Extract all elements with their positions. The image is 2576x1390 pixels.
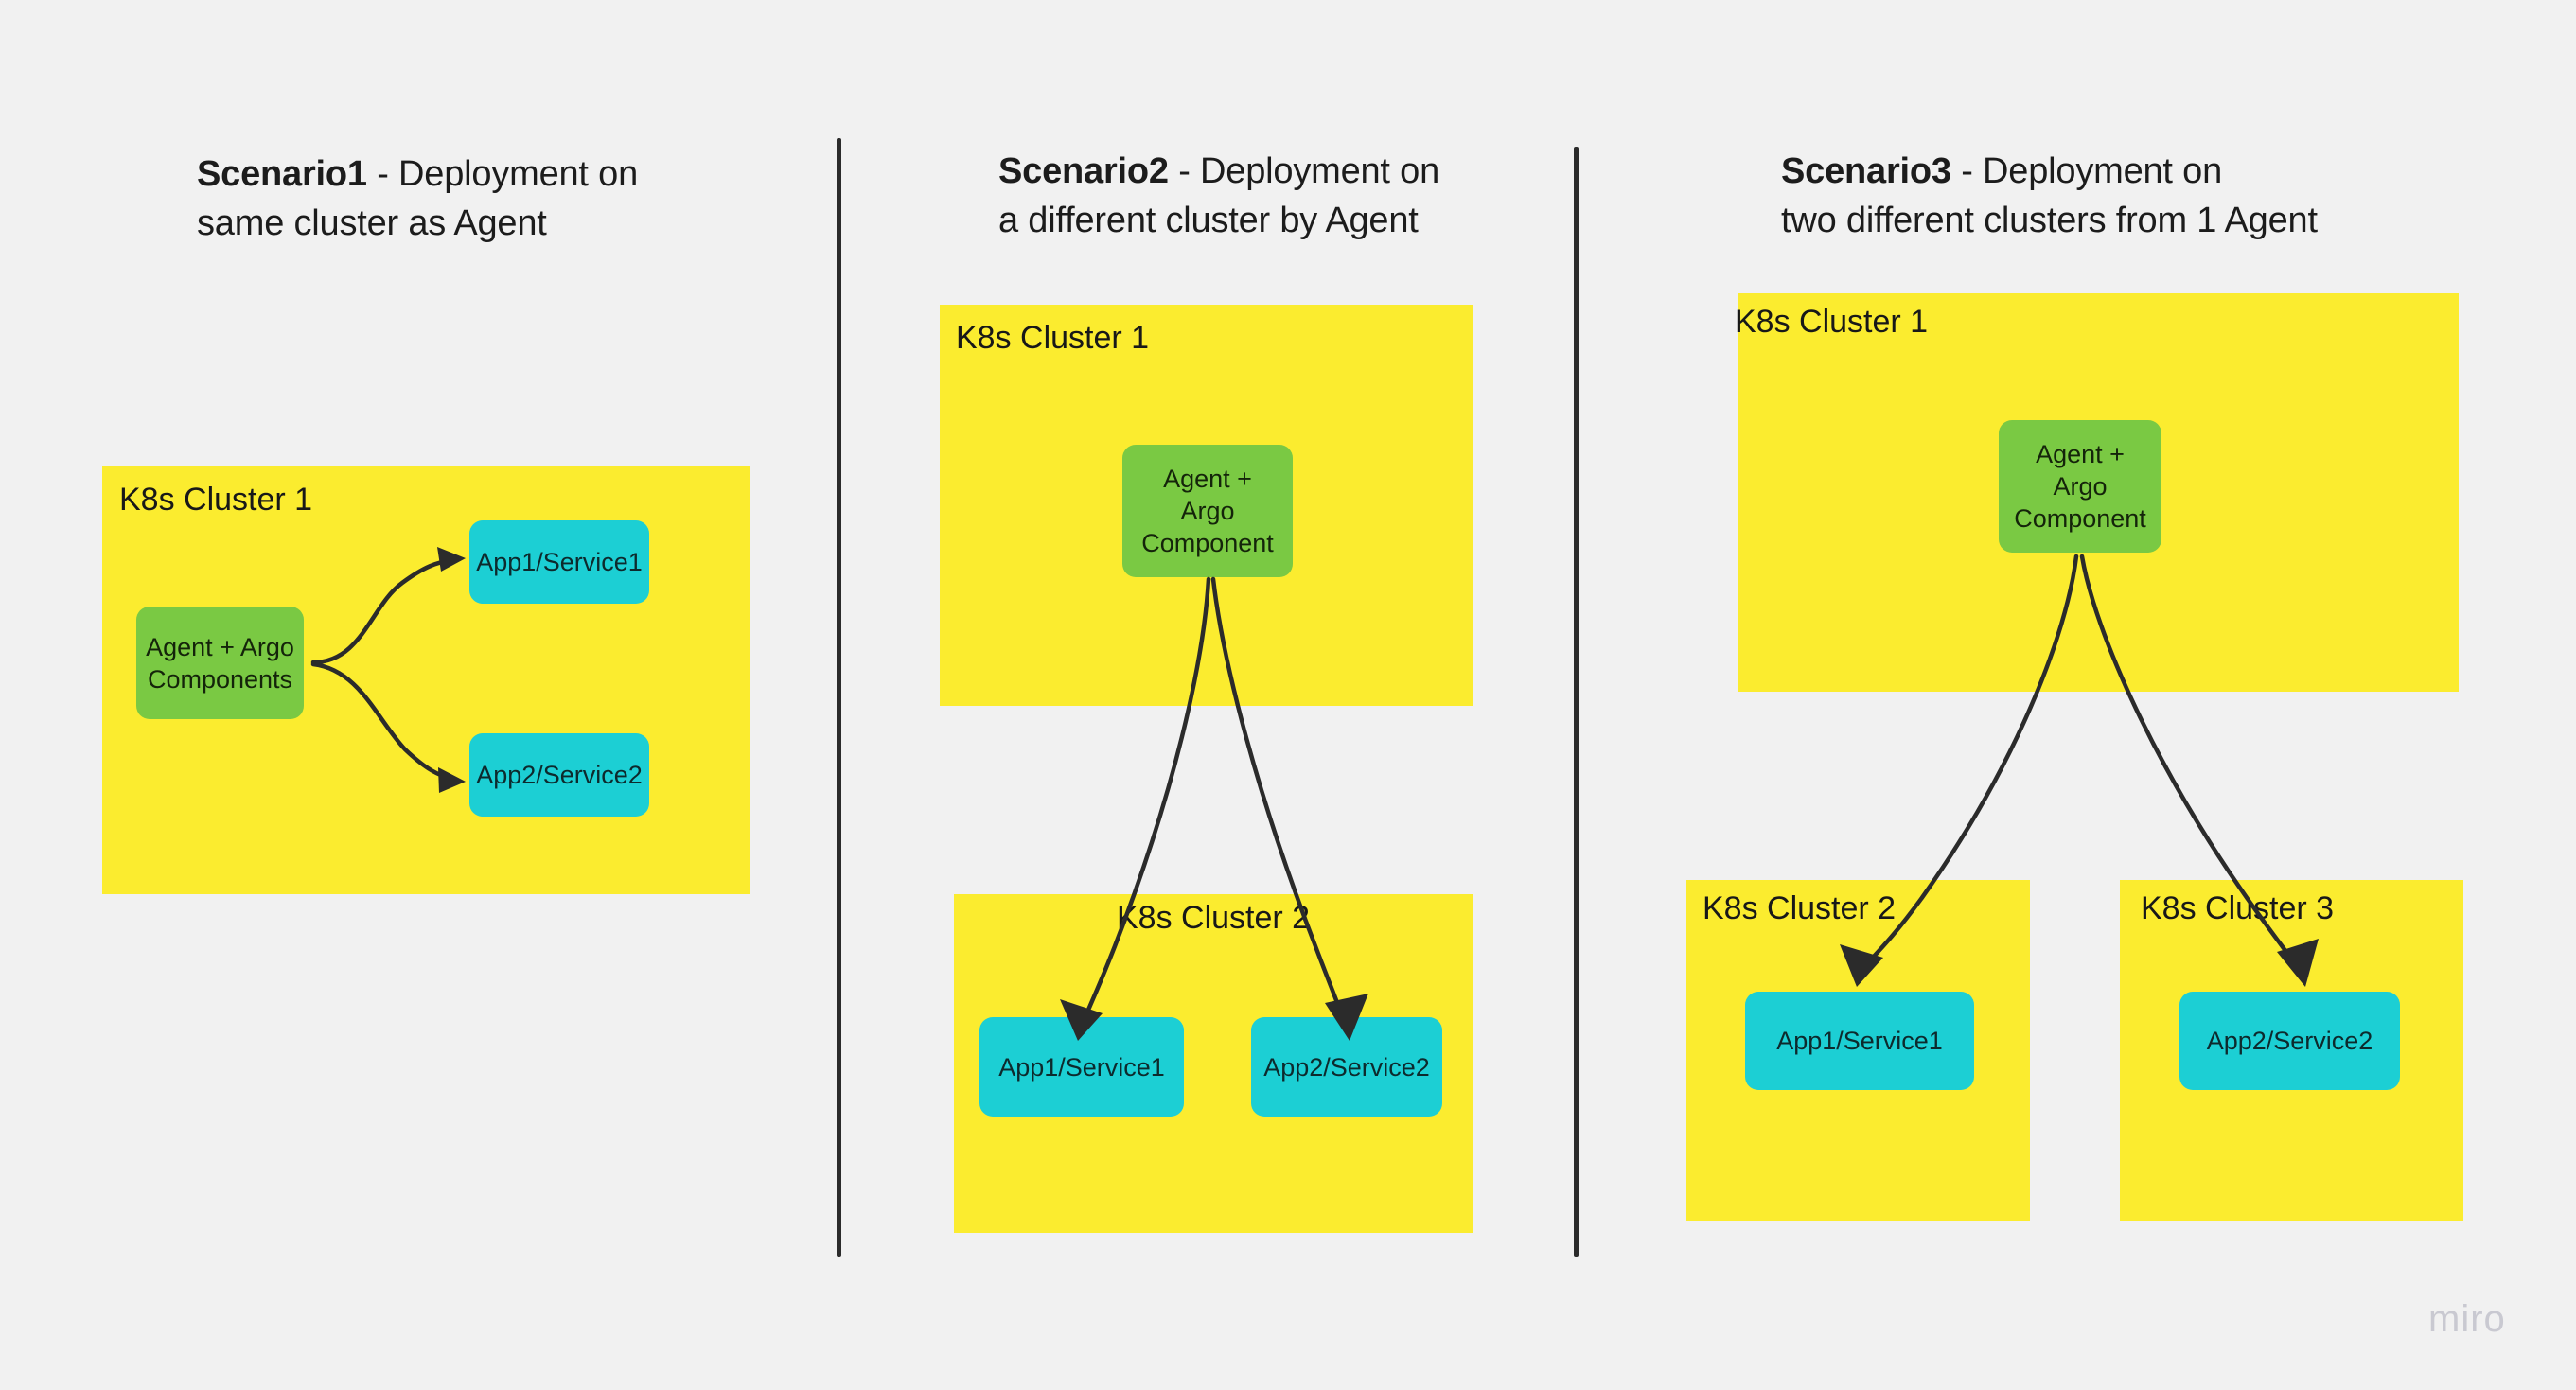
scenario1-app1-node[interactable]: App1/Service1: [469, 520, 649, 604]
scenario2-agent-node[interactable]: Agent + Argo Component: [1122, 445, 1293, 577]
scenario3-title-strong: Scenario3: [1781, 151, 1951, 191]
scenario3-k8s-cluster-1-label: K8s Cluster 1: [1735, 304, 1929, 340]
scenario2-title-rest: - Deployment on a different cluster by A…: [998, 151, 1440, 240]
scenario2-title: Scenario2 - Deployment on a different cl…: [998, 147, 1439, 245]
scenario2-title-strong: Scenario2: [998, 151, 1169, 191]
scenario2-k8s-cluster-1-label: K8s Cluster 1: [956, 320, 1150, 356]
scenario1-title-rest: - Deployment on same cluster as Agent: [197, 154, 639, 243]
scenario3-k8s-cluster-3-label: K8s Cluster 3: [2141, 890, 2335, 926]
scenario2-app1-node[interactable]: App1/Service1: [979, 1017, 1184, 1117]
scenario1-agent-node[interactable]: Agent + Argo Components: [136, 607, 304, 719]
scenario3-app1-node[interactable]: App1/Service1: [1745, 992, 1974, 1090]
scenario3-agent-node[interactable]: Agent + Argo Component: [1999, 420, 2161, 553]
scenario-divider-2: [1574, 147, 1579, 1257]
scenario3-title-rest: - Deployment on two different clusters f…: [1781, 151, 2318, 240]
scenario1-title: Scenario1 - Deployment on same cluster a…: [197, 150, 638, 248]
scenario3-app2-node[interactable]: App2/Service2: [2179, 992, 2400, 1090]
miro-watermark: miro: [2428, 1298, 2506, 1340]
scenario1-title-strong: Scenario1: [197, 154, 367, 194]
scenario3-title: Scenario3 - Deployment on two different …: [1781, 147, 2318, 245]
scenario1-k8s-cluster-1-label: K8s Cluster 1: [119, 482, 313, 518]
scenario-divider-1: [837, 138, 841, 1257]
scenario2-app2-node[interactable]: App2/Service2: [1251, 1017, 1442, 1117]
scenario1-app2-node[interactable]: App2/Service2: [469, 733, 649, 817]
scenario2-k8s-cluster-2-label: K8s Cluster 2: [1117, 900, 1311, 936]
scenario3-k8s-cluster-2-label: K8s Cluster 2: [1703, 890, 1897, 926]
